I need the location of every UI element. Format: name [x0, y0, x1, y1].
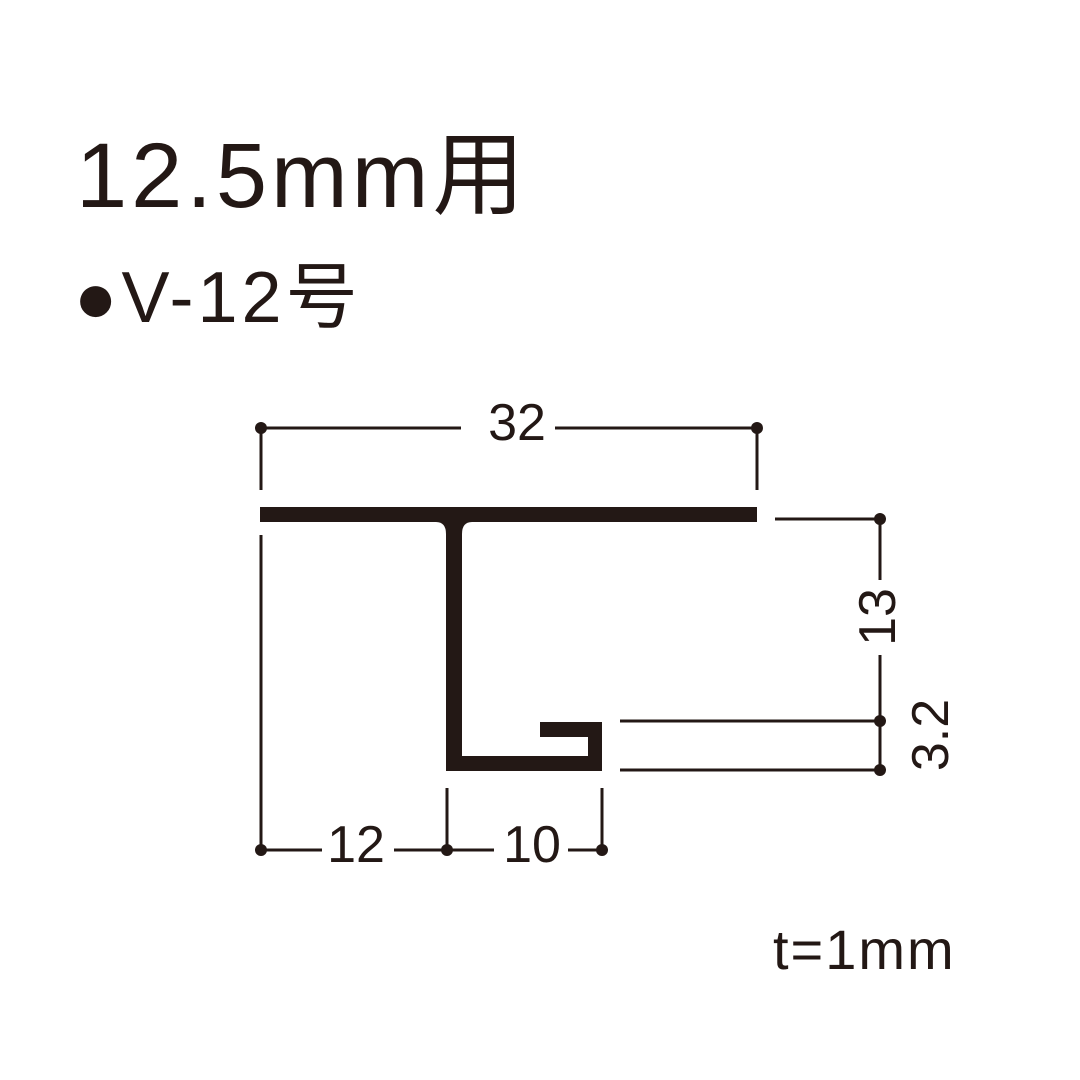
dimension-height: [620, 513, 886, 776]
dimension-label-bottom-width: 10: [503, 816, 561, 874]
dimension-label-overall-width: 32: [488, 394, 546, 452]
dimension-overall-width: [255, 422, 763, 490]
profile-shape: [260, 507, 757, 771]
dimension-label-lip-height: 3.2: [902, 699, 960, 771]
dimension-label-left-offset: 12: [327, 816, 385, 874]
page-title: 12.5mm用: [76, 125, 529, 227]
thickness-note: t=1mm: [773, 918, 956, 981]
model-number: ●V-12号: [74, 258, 362, 338]
dimension-label-height: 13: [849, 588, 907, 646]
dimension-bottom: [255, 535, 608, 856]
